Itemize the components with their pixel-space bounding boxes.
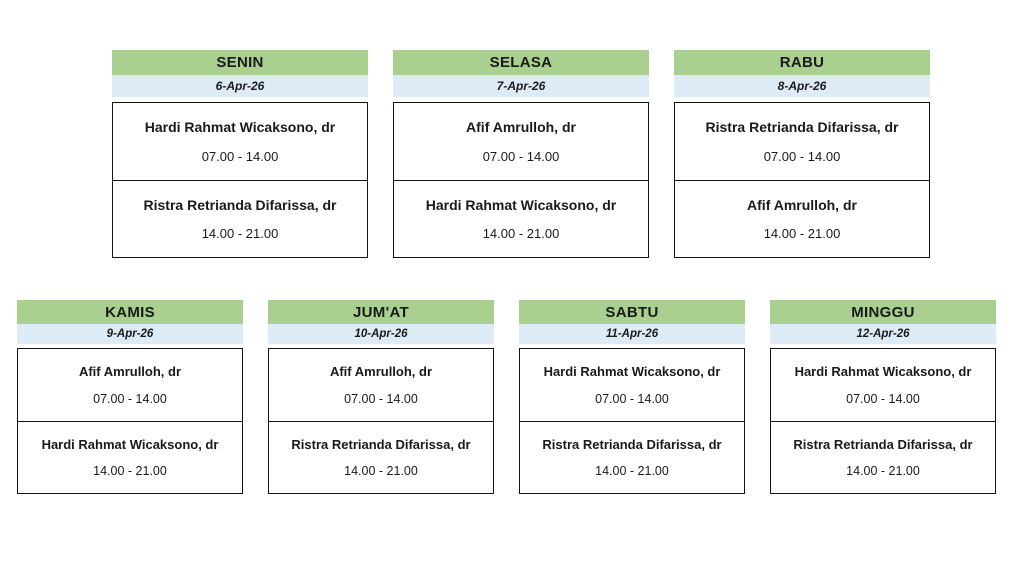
shift-time: 07.00 - 14.00 — [595, 392, 669, 406]
shift-time: 14.00 - 21.00 — [93, 464, 167, 479]
day-card-selasa: SELASA 7-Apr-26 Afif Amrulloh, dr 07.00 … — [393, 50, 649, 258]
shift-cell-evening: Ristra Retrianda Difarissa, dr 14.00 - 2… — [520, 421, 744, 493]
date-label: 12-Apr-26 — [770, 324, 996, 344]
shift-cell-morning: Hardi Rahmat Wicaksono, dr 07.00 - 14.00 — [771, 349, 995, 421]
day-header: MINGGU — [770, 300, 996, 324]
shift-time: 07.00 - 14.00 — [846, 392, 920, 406]
date-label: 6-Apr-26 — [112, 75, 368, 97]
doctor-name: Afif Amrulloh, dr — [329, 364, 433, 379]
shift-time: 14.00 - 21.00 — [763, 226, 841, 242]
date-label: 9-Apr-26 — [17, 324, 243, 344]
shift-time: 14.00 - 21.00 — [344, 464, 418, 479]
shift-table: Afif Amrulloh, dr 07.00 - 14.00 Ristra R… — [268, 348, 494, 494]
shift-time: 07.00 - 14.00 — [763, 149, 841, 164]
doctor-name: Hardi Rahmat Wicaksono, dr — [41, 436, 219, 452]
shift-time: 14.00 - 21.00 — [482, 226, 560, 242]
day-card-senin: SENIN 6-Apr-26 Hardi Rahmat Wicaksono, d… — [112, 50, 368, 258]
shift-cell-evening: Ristra Retrianda Difarissa, dr 14.00 - 2… — [269, 421, 493, 493]
shift-table: Hardi Rahmat Wicaksono, dr 07.00 - 14.00… — [112, 102, 368, 258]
shift-cell-morning: Ristra Retrianda Difarissa, dr 07.00 - 1… — [675, 103, 929, 180]
shift-table: Ristra Retrianda Difarissa, dr 07.00 - 1… — [674, 102, 930, 258]
date-label: 8-Apr-26 — [674, 75, 930, 97]
date-label: 10-Apr-26 — [268, 324, 494, 344]
doctor-name: Hardi Rahmat Wicaksono, dr — [794, 364, 972, 379]
shift-time: 14.00 - 21.00 — [201, 226, 279, 242]
day-header: RABU — [674, 50, 930, 75]
day-header: SELASA — [393, 50, 649, 75]
shift-table: Afif Amrulloh, dr 07.00 - 14.00 Hardi Ra… — [17, 348, 243, 494]
doctor-name: Ristra Retrianda Difarissa, dr — [143, 196, 337, 213]
shift-cell-evening: Hardi Rahmat Wicaksono, dr 14.00 - 21.00 — [18, 421, 242, 493]
shift-cell-evening: Hardi Rahmat Wicaksono, dr 14.00 - 21.00 — [394, 180, 648, 257]
doctor-name: Hardi Rahmat Wicaksono, dr — [425, 196, 617, 213]
shift-cell-morning: Afif Amrulloh, dr 07.00 - 14.00 — [18, 349, 242, 421]
shift-time: 07.00 - 14.00 — [201, 149, 279, 164]
shift-cell-morning: Afif Amrulloh, dr 07.00 - 14.00 — [269, 349, 493, 421]
shift-table: Hardi Rahmat Wicaksono, dr 07.00 - 14.00… — [770, 348, 996, 494]
shift-table: Afif Amrulloh, dr 07.00 - 14.00 Hardi Ra… — [393, 102, 649, 258]
shift-cell-evening: Ristra Retrianda Difarissa, dr 14.00 - 2… — [113, 180, 367, 257]
shift-time: 07.00 - 14.00 — [482, 149, 560, 164]
shift-cell-morning: Hardi Rahmat Wicaksono, dr 07.00 - 14.00 — [520, 349, 744, 421]
shift-cell-morning: Afif Amrulloh, dr 07.00 - 14.00 — [394, 103, 648, 180]
day-card-sabtu: SABTU 11-Apr-26 Hardi Rahmat Wicaksono, … — [519, 300, 745, 494]
doctor-name: Ristra Retrianda Difarissa, dr — [291, 436, 471, 452]
day-card-minggu: MINGGU 12-Apr-26 Hardi Rahmat Wicaksono,… — [770, 300, 996, 494]
doctor-name: Afif Amrulloh, dr — [78, 364, 182, 379]
doctor-name: Ristra Retrianda Difarissa, dr — [705, 119, 899, 135]
day-card-jumat: JUM'AT 10-Apr-26 Afif Amrulloh, dr 07.00… — [268, 300, 494, 494]
day-header: SABTU — [519, 300, 745, 324]
shift-cell-evening: Ristra Retrianda Difarissa, dr 14.00 - 2… — [771, 421, 995, 493]
shift-time: 14.00 - 21.00 — [846, 464, 920, 479]
date-label: 7-Apr-26 — [393, 75, 649, 97]
doctor-name: Hardi Rahmat Wicaksono, dr — [144, 119, 336, 135]
date-label: 11-Apr-26 — [519, 324, 745, 344]
shift-time: 07.00 - 14.00 — [93, 392, 167, 406]
doctor-name: Hardi Rahmat Wicaksono, dr — [543, 364, 721, 379]
shift-time: 14.00 - 21.00 — [595, 464, 669, 479]
doctor-name: Afif Amrulloh, dr — [466, 119, 576, 135]
week-row-bottom: KAMIS 9-Apr-26 Afif Amrulloh, dr 07.00 -… — [17, 300, 996, 494]
doctor-name: Ristra Retrianda Difarissa, dr — [793, 436, 973, 452]
day-header: KAMIS — [17, 300, 243, 324]
day-header: SENIN — [112, 50, 368, 75]
doctor-name: Afif Amrulloh, dr — [747, 196, 857, 213]
day-card-kamis: KAMIS 9-Apr-26 Afif Amrulloh, dr 07.00 -… — [17, 300, 243, 494]
day-header: JUM'AT — [268, 300, 494, 324]
shift-cell-evening: Afif Amrulloh, dr 14.00 - 21.00 — [675, 180, 929, 257]
shift-cell-morning: Hardi Rahmat Wicaksono, dr 07.00 - 14.00 — [113, 103, 367, 180]
week-row-top: SENIN 6-Apr-26 Hardi Rahmat Wicaksono, d… — [112, 50, 930, 258]
shift-table: Hardi Rahmat Wicaksono, dr 07.00 - 14.00… — [519, 348, 745, 494]
doctor-name: Ristra Retrianda Difarissa, dr — [542, 436, 722, 452]
day-card-rabu: RABU 8-Apr-26 Ristra Retrianda Difarissa… — [674, 50, 930, 258]
shift-time: 07.00 - 14.00 — [344, 392, 418, 406]
